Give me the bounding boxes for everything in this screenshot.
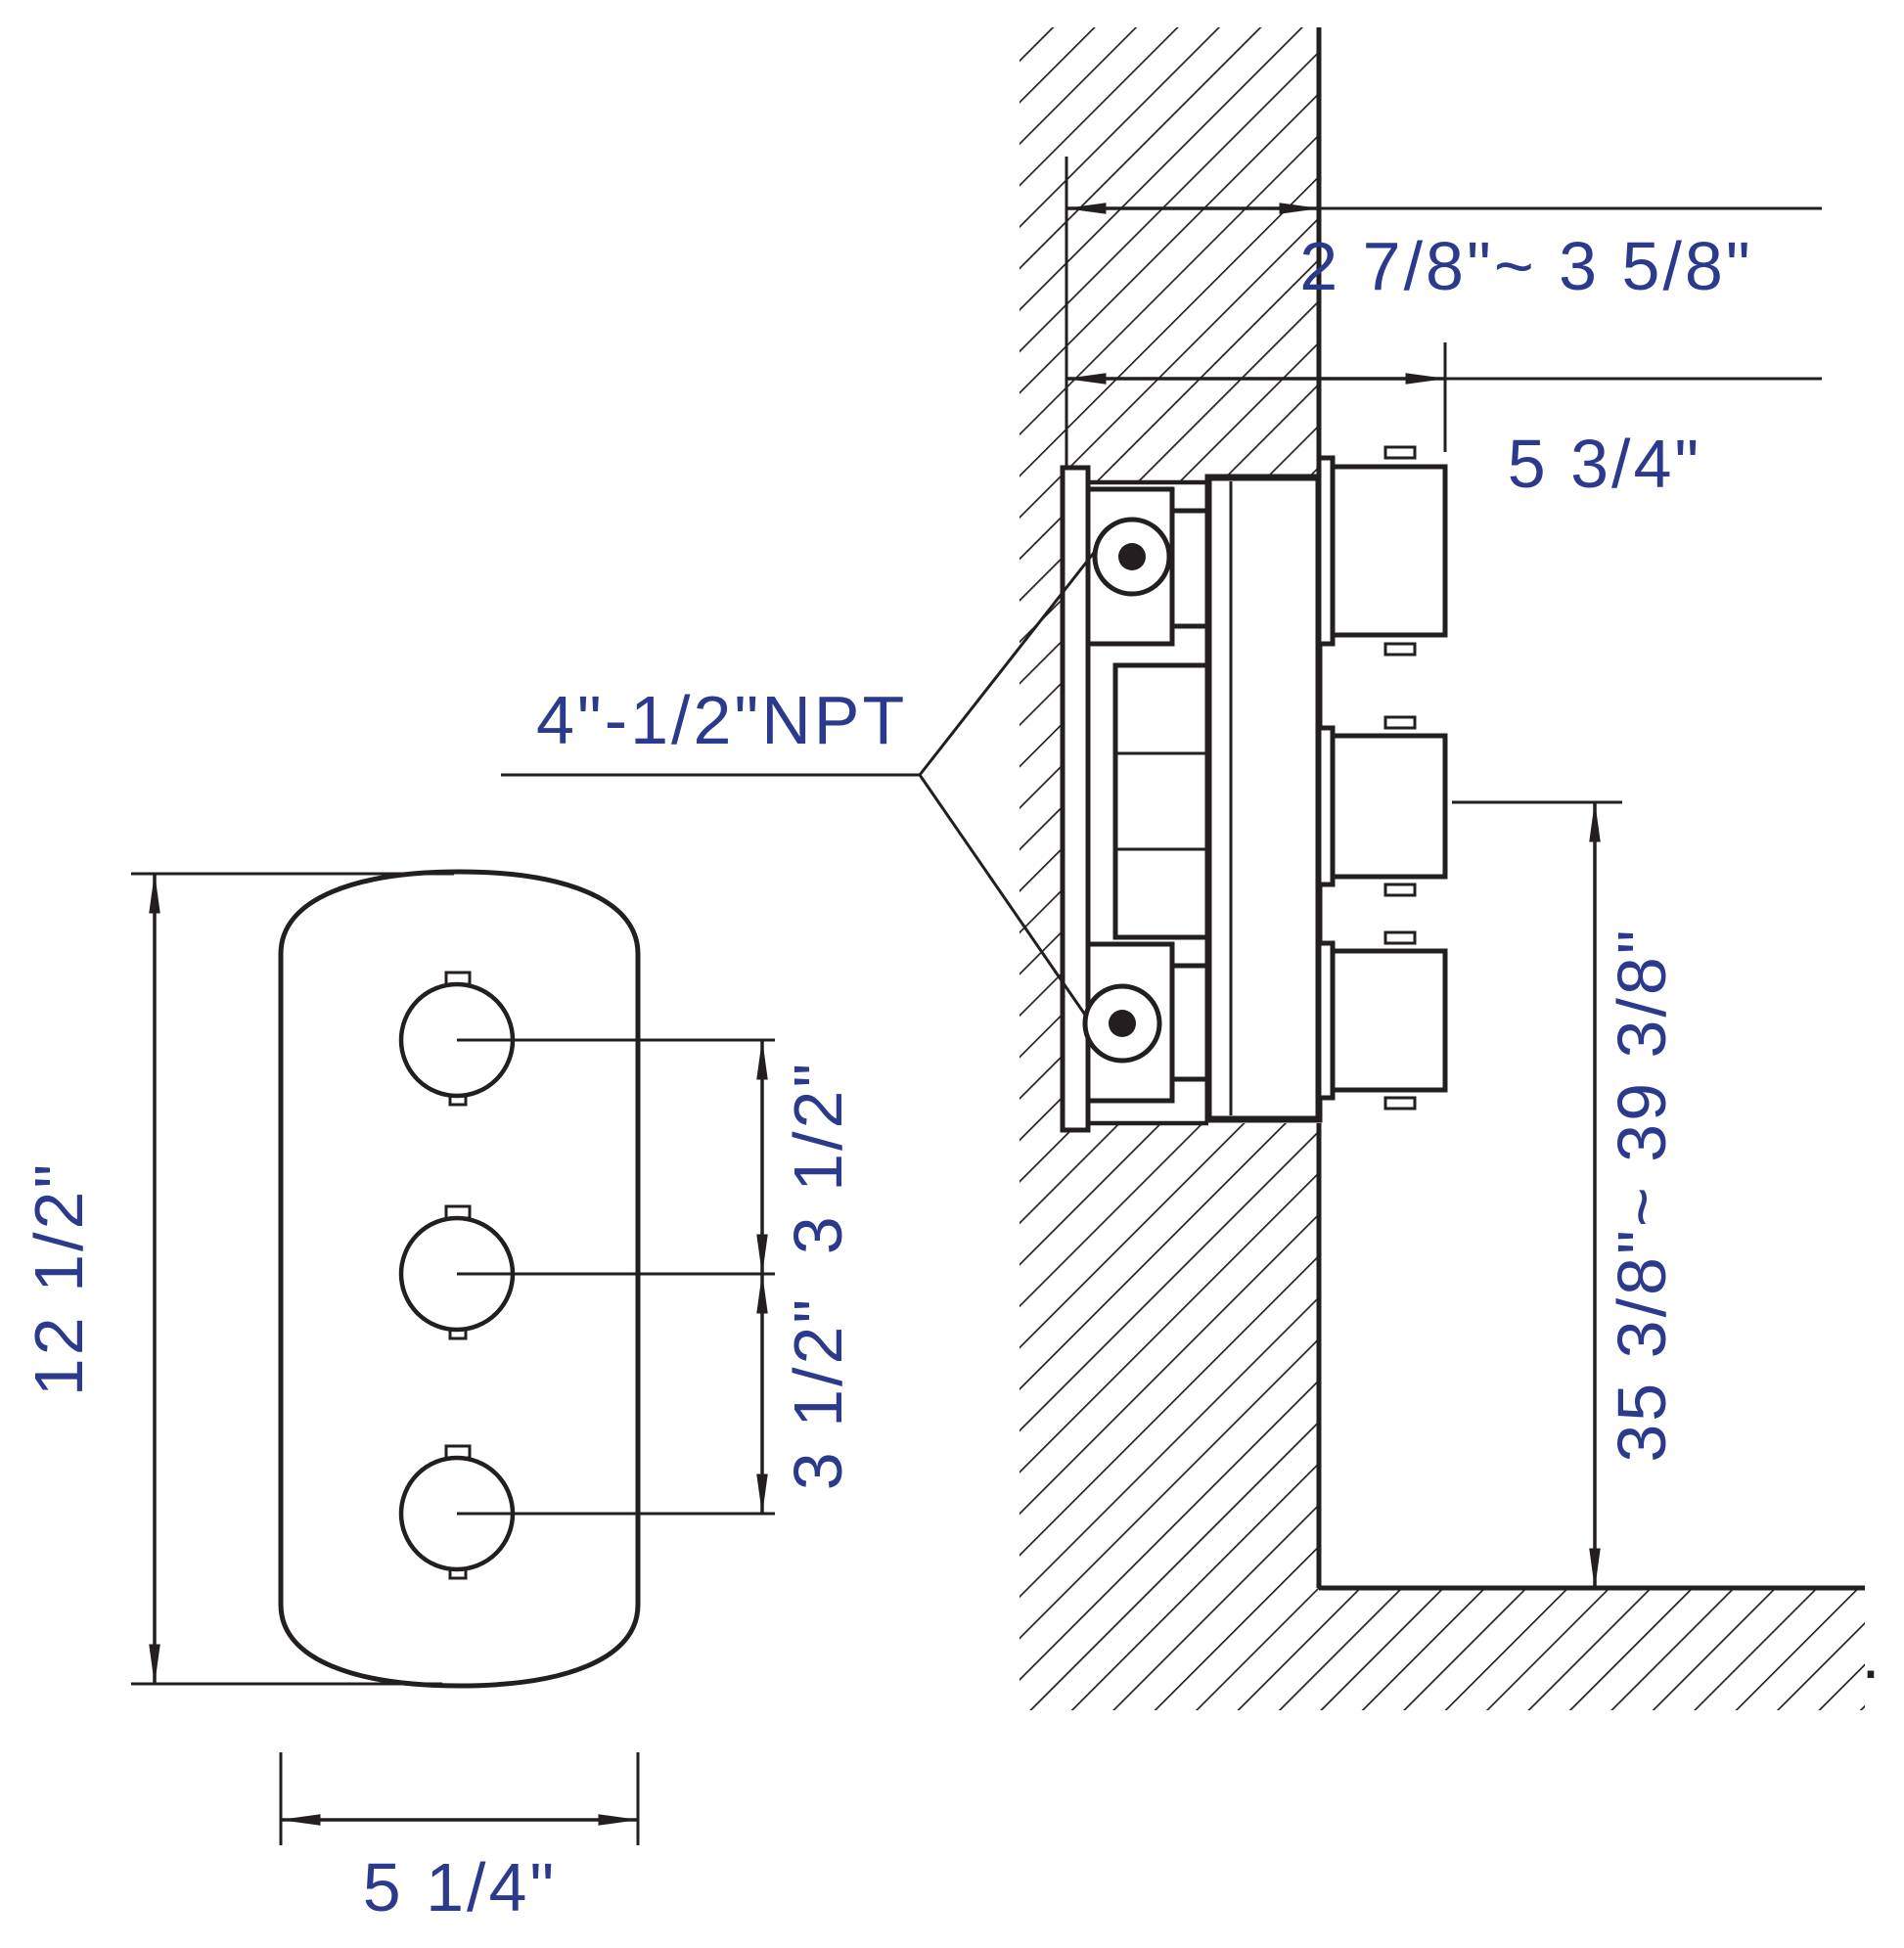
handle-tab — [1383, 930, 1417, 945]
dim-knob-spacing-lower: 3 1/2" — [756, 1272, 856, 1516]
handle-tab — [1383, 642, 1417, 657]
handle-tab — [1383, 715, 1417, 730]
knob-spacing-upper-label: 3 1/2" — [780, 1061, 856, 1255]
handle-tab — [1383, 445, 1417, 460]
dim-recess-depth: 2 7/8"~ 3 5/8" — [1065, 157, 1822, 468]
recess-depth-label: 2 7/8"~ 3 5/8" — [1299, 228, 1752, 304]
dim-plate-width: 5 1/4" — [279, 1752, 640, 1925]
height-range-label: 35 3/8"~ 39 3/8" — [1604, 927, 1680, 1462]
section-view: 2 7/8"~ 3 5/8" 5 3/4" 35 3/8"~ 39 3/8" 4… — [501, 27, 1881, 1710]
handle-body — [1330, 464, 1448, 638]
handle-tab — [1383, 883, 1417, 897]
leader-line-top — [918, 548, 1099, 776]
npt-label: 4"-1/2"NPT — [536, 682, 907, 758]
npt-callout: 4"-1/2"NPT — [501, 548, 1099, 1019]
dim-height-range: 35 3/8"~ 39 3/8" — [1452, 800, 1680, 1590]
trim-sleeve-box — [1204, 474, 1323, 1123]
wall-hatch-lower — [1020, 1123, 1319, 1710]
supply-port-top-center — [1118, 543, 1146, 570]
knob-spacing-lower-label: 3 1/2" — [780, 1296, 856, 1491]
plate-height-label: 12 1/2" — [21, 1161, 97, 1396]
supply-port-bottom-center — [1109, 1010, 1136, 1037]
floor-hatch — [1319, 1588, 1865, 1710]
valve-body-upper-step — [1169, 508, 1211, 629]
handle-body — [1330, 733, 1448, 880]
handle-top — [1316, 445, 1448, 657]
dim-overall-depth: 5 3/4" — [1065, 342, 1822, 502]
handle-bottom — [1316, 930, 1448, 1110]
valve-body-middle — [1112, 662, 1211, 940]
valve-body-lower-step — [1169, 963, 1211, 1082]
leader-line-bottom — [918, 774, 1089, 1019]
wall-hatch-upper — [1020, 27, 1319, 482]
front-view: 3 1/2" 3 1/2" 12 1/2" 5 1/4" — [21, 869, 856, 1925]
handle-body — [1330, 948, 1448, 1093]
floor-mark: . — [1861, 1616, 1880, 1693]
handle-tab — [1383, 1096, 1417, 1110]
dim-plate-height: 12 1/2" — [21, 872, 454, 1686]
overall-depth-label: 5 3/4" — [1508, 426, 1702, 502]
plate-width-label: 5 1/4" — [363, 1849, 558, 1925]
handle-middle — [1316, 715, 1448, 897]
dim-knob-spacing-upper: 3 1/2" — [756, 1038, 856, 1276]
